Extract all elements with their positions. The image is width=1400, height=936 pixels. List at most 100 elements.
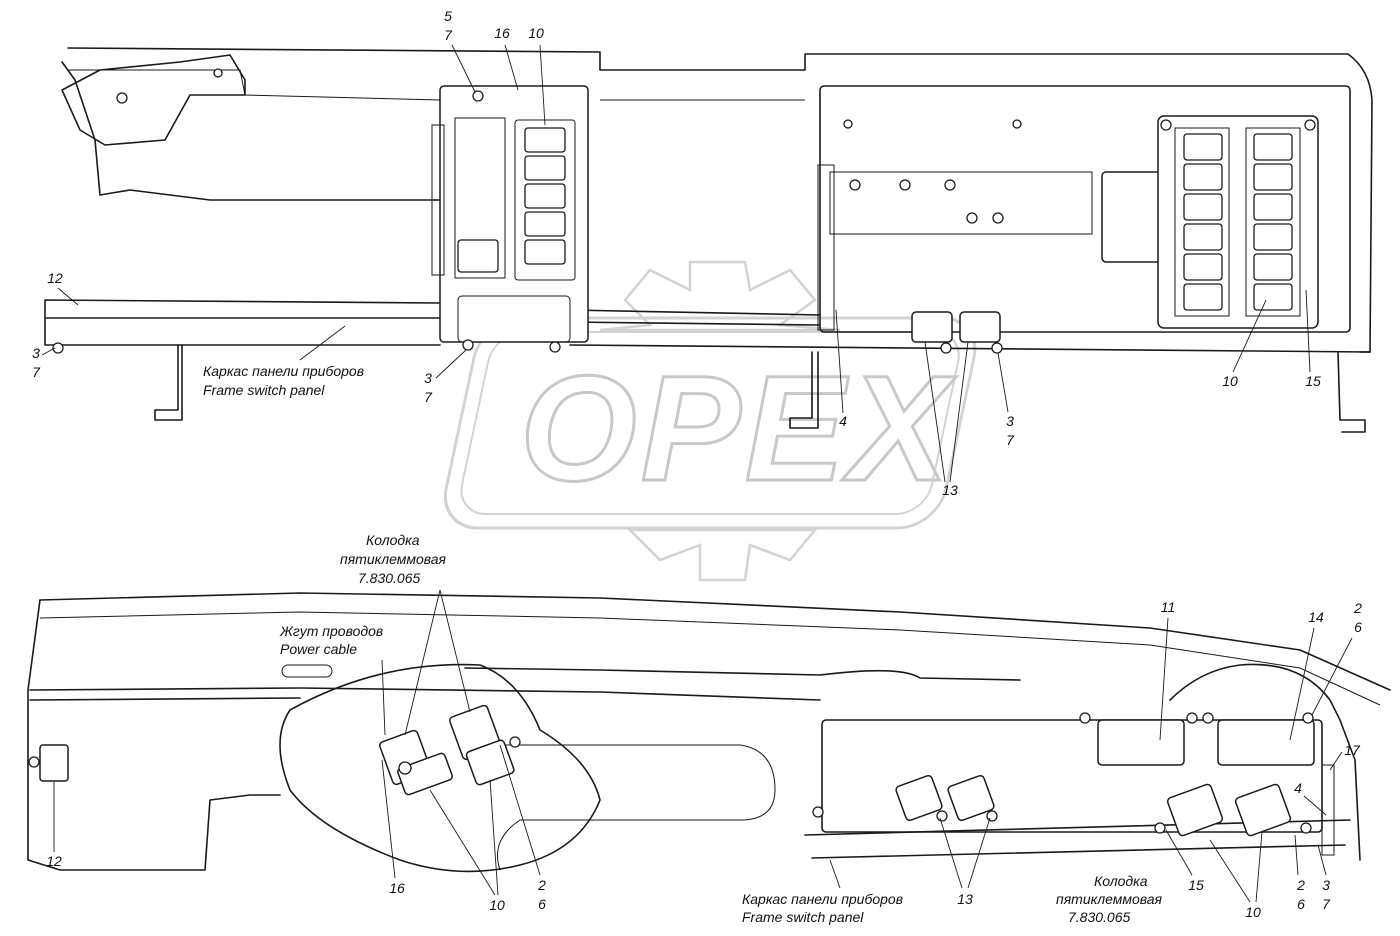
top-bracket-left [154,344,183,421]
callout-10-right: 10 [1222,373,1238,389]
bottom-right-frame-bolts [812,712,1314,834]
b-callout-7: 7 [1322,896,1331,912]
top-rail [44,299,441,346]
bottom-slot [281,664,333,678]
connector-label-ru-2: пятиклеммовая [340,551,447,567]
top-frame-label-en: Frame switch panel [203,382,325,398]
fuse-block-left [439,85,589,343]
b-callout-6-right: 6 [1297,896,1305,912]
callout-7: 7 [444,27,453,43]
top-view: Каркас панели приборов Frame switch pane… [32,8,1373,498]
b-callout-13: 13 [957,891,973,907]
callout-7-mid: 7 [424,389,433,405]
fuse-block-left-relays [524,127,566,265]
fuse-block-right-relays [1183,133,1293,311]
watermark-gear [599,260,841,582]
b-callout-12: 12 [46,853,62,869]
fuse-block-right-col2 [1245,127,1301,317]
b-callout-3: 3 [1322,877,1330,893]
cable-label-ru: Жгут проводов [279,623,383,639]
connector2-label-ru-2: пятиклеммовая [1056,891,1163,907]
b-callout-4: 4 [1294,780,1302,796]
b-callout-16: 16 [389,880,405,896]
watermark-frame-inner [460,331,960,515]
right-frame-side [817,164,835,331]
connector2-label-code: 7.830.065 [1068,909,1130,925]
fuse-block-right-col1 [1174,127,1230,317]
fuse-block-left-bolt-a [462,339,474,351]
top-rail-right [569,309,1371,353]
watermark: OPEX [443,260,977,582]
top-frame-label-ru: Каркас панели приборов [203,363,364,379]
callout-7-left: 7 [32,364,41,380]
bottom-dashboard-top [39,592,1391,691]
right-frame-inner [829,171,1093,235]
top-dashboard-outline [67,47,1373,353]
right-frame [819,85,1351,333]
bottom-hump [1169,663,1361,861]
top-bracket-mid [789,351,819,429]
top-left-bolt2 [213,68,223,78]
b-callout-2-left: 2 [537,877,546,893]
callout-4: 4 [839,413,847,429]
fuse-block-left-cover [454,117,506,279]
bottom-wide-bracket [490,744,776,871]
right-frame-bolts [843,119,1022,224]
top-left-panel [61,54,246,146]
bottom-frame-label-ru: Каркас панели приборов [742,891,903,907]
b-callout-6-left: 6 [538,896,546,912]
bottom-cutaway-connectors [379,704,521,796]
top-left-bolt [116,92,128,104]
bottom-relay-12 [39,744,69,782]
bottom-dashboard-left [27,599,281,871]
bottom-bracket-17 [1321,764,1335,856]
b-callout-6-top: 6 [1354,619,1362,635]
callout-15: 15 [1305,373,1321,389]
b-callout-14: 14 [1308,609,1324,625]
bottom-connectors-13 [895,774,998,822]
bottom-connectors-15 [1166,783,1292,837]
top-dashboard-lower [61,61,441,201]
callout-3-mid: 3 [424,370,432,386]
fuse-block-left-base [457,295,571,343]
top-connector-bolt-b [991,342,1003,354]
bottom-cutaway [279,663,601,873]
callout-3-left: 3 [32,345,40,361]
top-connector-bolt-a [940,342,952,354]
b-callout-10-right: 10 [1245,904,1261,920]
fuse-block-right-bolt-b [1304,119,1316,131]
watermark-frame-outer [443,316,977,530]
top-bracket-right [1337,351,1366,433]
callout-16: 16 [494,25,510,41]
fuse-block-left-mount [431,124,445,276]
top-left-rail-bolt [52,342,64,354]
top-connector-a [911,311,953,343]
callout-7-right: 7 [1006,432,1015,448]
bottom-module-11 [1097,719,1185,766]
callout-13: 13 [942,482,958,498]
top-connector-b [959,311,1001,343]
b-callout-17: 17 [1344,742,1361,758]
callout-5: 5 [444,8,452,24]
bottom-view: Колодка пятиклеммовая 7.830.065 Жгут про… [27,532,1391,925]
cable-label-en: Power cable [280,641,357,657]
callout-3-right: 3 [1006,413,1014,429]
b-callout-2-right: 2 [1296,877,1305,893]
bottom-frame-label-en: Frame switch panel [742,909,864,925]
b-callout-11: 11 [1161,599,1176,615]
watermark-text: OPEX [520,344,957,512]
fuse-block-right [1157,115,1319,329]
connector-label-ru-1: Колодка [366,532,420,548]
b-callout-2-top: 2 [1353,600,1362,616]
connector2-label-ru-1: Колодка [1094,873,1148,889]
bottom-module-14 [1217,719,1315,766]
top-dashboard-inner [68,69,805,101]
b-callout-10-left: 10 [489,897,505,913]
connector-label-code: 7.830.065 [358,570,420,586]
fuse-block-left-small-relay [457,239,499,273]
b-callout-15: 15 [1188,877,1204,893]
bottom-relay-12-bolt [28,756,40,768]
bottom-dashboard-strip [29,667,1021,701]
fuse-block-right-bolt-a [1160,119,1172,131]
